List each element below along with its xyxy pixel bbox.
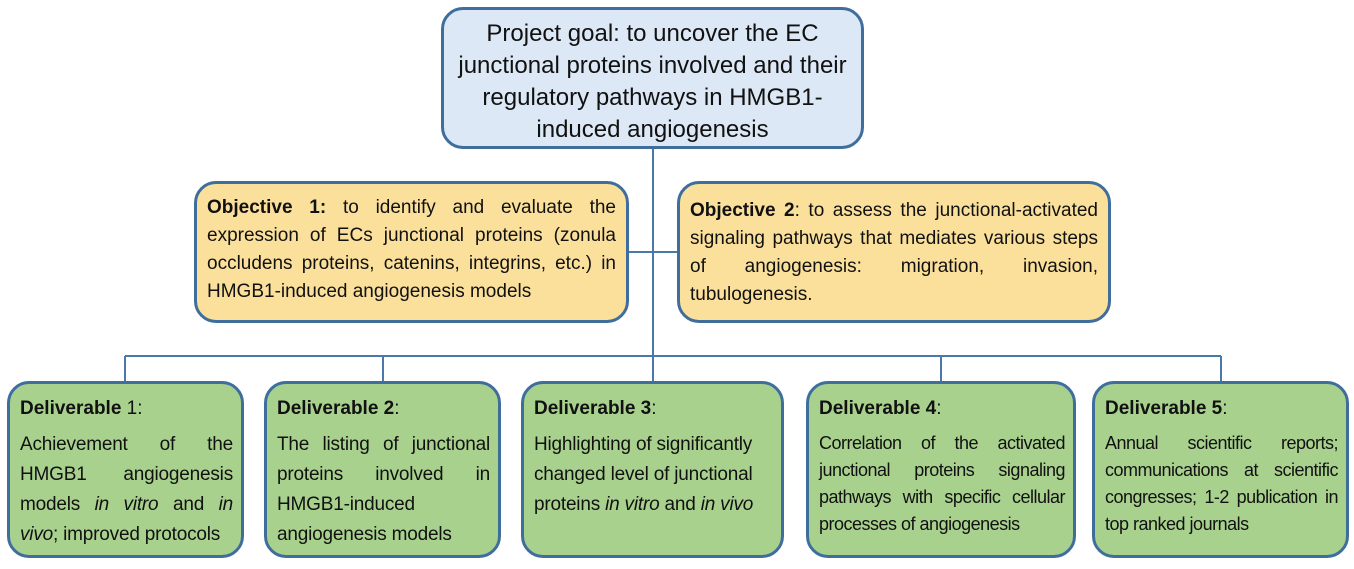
objective-2-text: : to assess the junctional-activated sig…	[690, 200, 1098, 305]
deliverable-1-text-part: Achievement of the HMGB1 angiogenesis mo…	[20, 434, 233, 515]
deliverable-2-box: Deliverable 2: The listing of junctional…	[264, 381, 501, 558]
objective-1-box: Objective 1: to identify and evaluate th…	[194, 181, 629, 323]
deliverable-3-label-suffix: :	[651, 398, 657, 419]
deliverable-5-text: Annual scientific reports; communication…	[1105, 433, 1339, 534]
deliverable-1-italic-part: in vivo	[20, 494, 233, 545]
deliverable-3-italic-part: in vitro	[605, 494, 660, 515]
deliverable-3-label: Deliverable 3	[534, 398, 652, 419]
objective-2-box: Objective 2: to assess the junctional-ac…	[677, 181, 1111, 323]
deliverable-1-italic-part: in vitro	[94, 494, 159, 515]
deliverable-4-box: Deliverable 4: Correlation of the activa…	[806, 381, 1076, 558]
deliverable-3-italic-part: in vivo	[700, 494, 754, 515]
deliverable-3-text-part: Highlighting of significantly changed le…	[534, 434, 753, 515]
objective-1-label: Objective 1:	[207, 197, 327, 218]
project-goal-text: Project goal: to uncover the EC junction…	[458, 20, 847, 143]
project-goal-box: Project goal: to uncover the EC junction…	[441, 7, 864, 149]
deliverable-2-label: Deliverable 2	[277, 398, 395, 419]
deliverable-5-label-suffix: :	[1222, 398, 1228, 419]
deliverable-1-box: Deliverable 1: Achievement of the HMGB1 …	[7, 381, 244, 558]
deliverable-2-text: The listing of junctional proteins invol…	[277, 434, 490, 545]
deliverable-5-box: Deliverable 5: Annual scientific reports…	[1092, 381, 1349, 558]
deliverable-1-text-part: and	[158, 494, 219, 515]
deliverable-1-label-suffix: 1:	[121, 398, 143, 419]
deliverable-3-text-part: and	[659, 494, 701, 515]
deliverable-2-label-suffix: :	[394, 398, 400, 419]
deliverable-1-text-part: ; improved protocols	[53, 524, 221, 545]
deliverable-4-title: Deliverable 4:	[819, 394, 1065, 424]
deliverable-1-title: Deliverable 1:	[20, 394, 233, 424]
deliverable-4-text: Correlation of the activated junctional …	[819, 433, 1066, 534]
deliverable-4-label: Deliverable 4	[819, 398, 937, 419]
deliverable-1-label: Deliverable	[20, 398, 122, 419]
deliverable-1-text: Achievement of the HMGB1 angiogenesis mo…	[20, 430, 233, 550]
deliverable-3-title: Deliverable 3:	[534, 394, 773, 424]
objective-2-label: Objective 2	[690, 200, 795, 221]
deliverable-2-title: Deliverable 2:	[277, 394, 490, 424]
deliverable-5-title: Deliverable 5:	[1105, 394, 1338, 424]
deliverable-3-text: Highlighting of significantly changed le…	[534, 430, 773, 520]
deliverable-3-box: Deliverable 3: Highlighting of significa…	[521, 381, 784, 558]
deliverable-5-label: Deliverable 5	[1105, 398, 1223, 419]
objective-1-text: to identify and evaluate the expression …	[207, 197, 617, 302]
deliverable-4-label-suffix: :	[936, 398, 942, 419]
